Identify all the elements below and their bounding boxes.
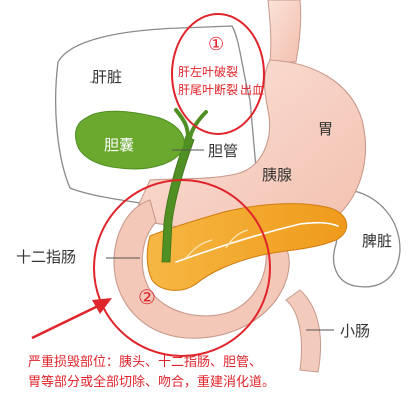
callout-1-bleeding: 出血 bbox=[240, 83, 264, 97]
caption-line1: 严重损毁部位：胰头、十二指肠、胆管、 bbox=[28, 354, 262, 370]
label-pancreas: 胰腺 bbox=[262, 166, 292, 184]
esophagus-shape bbox=[268, 0, 301, 62]
label-bile-duct: 胆管 bbox=[208, 142, 238, 160]
red-arrow-line bbox=[32, 306, 98, 338]
callout-2-number: ② bbox=[138, 285, 156, 309]
label-small-intestine: 小肠 bbox=[340, 322, 370, 340]
caption-line2: 胃等部分或全部切除、吻合，重建消化道。 bbox=[28, 374, 275, 390]
label-liver: 肝脏 bbox=[92, 68, 122, 86]
label-stomach: 胃 bbox=[318, 120, 333, 138]
small-intestine-shape bbox=[286, 290, 321, 372]
label-spleen: 脾脏 bbox=[362, 232, 392, 250]
callout-1-line2: 肝尾叶断裂 bbox=[178, 82, 238, 97]
label-gallbladder: 胆囊 bbox=[104, 136, 134, 154]
red-arrow-head-icon bbox=[92, 298, 112, 314]
callout-1-line1: 肝左叶破裂 bbox=[178, 64, 238, 79]
callout-1-number: ① bbox=[208, 34, 224, 55]
label-duodenum: 十二指肠 bbox=[16, 248, 76, 266]
